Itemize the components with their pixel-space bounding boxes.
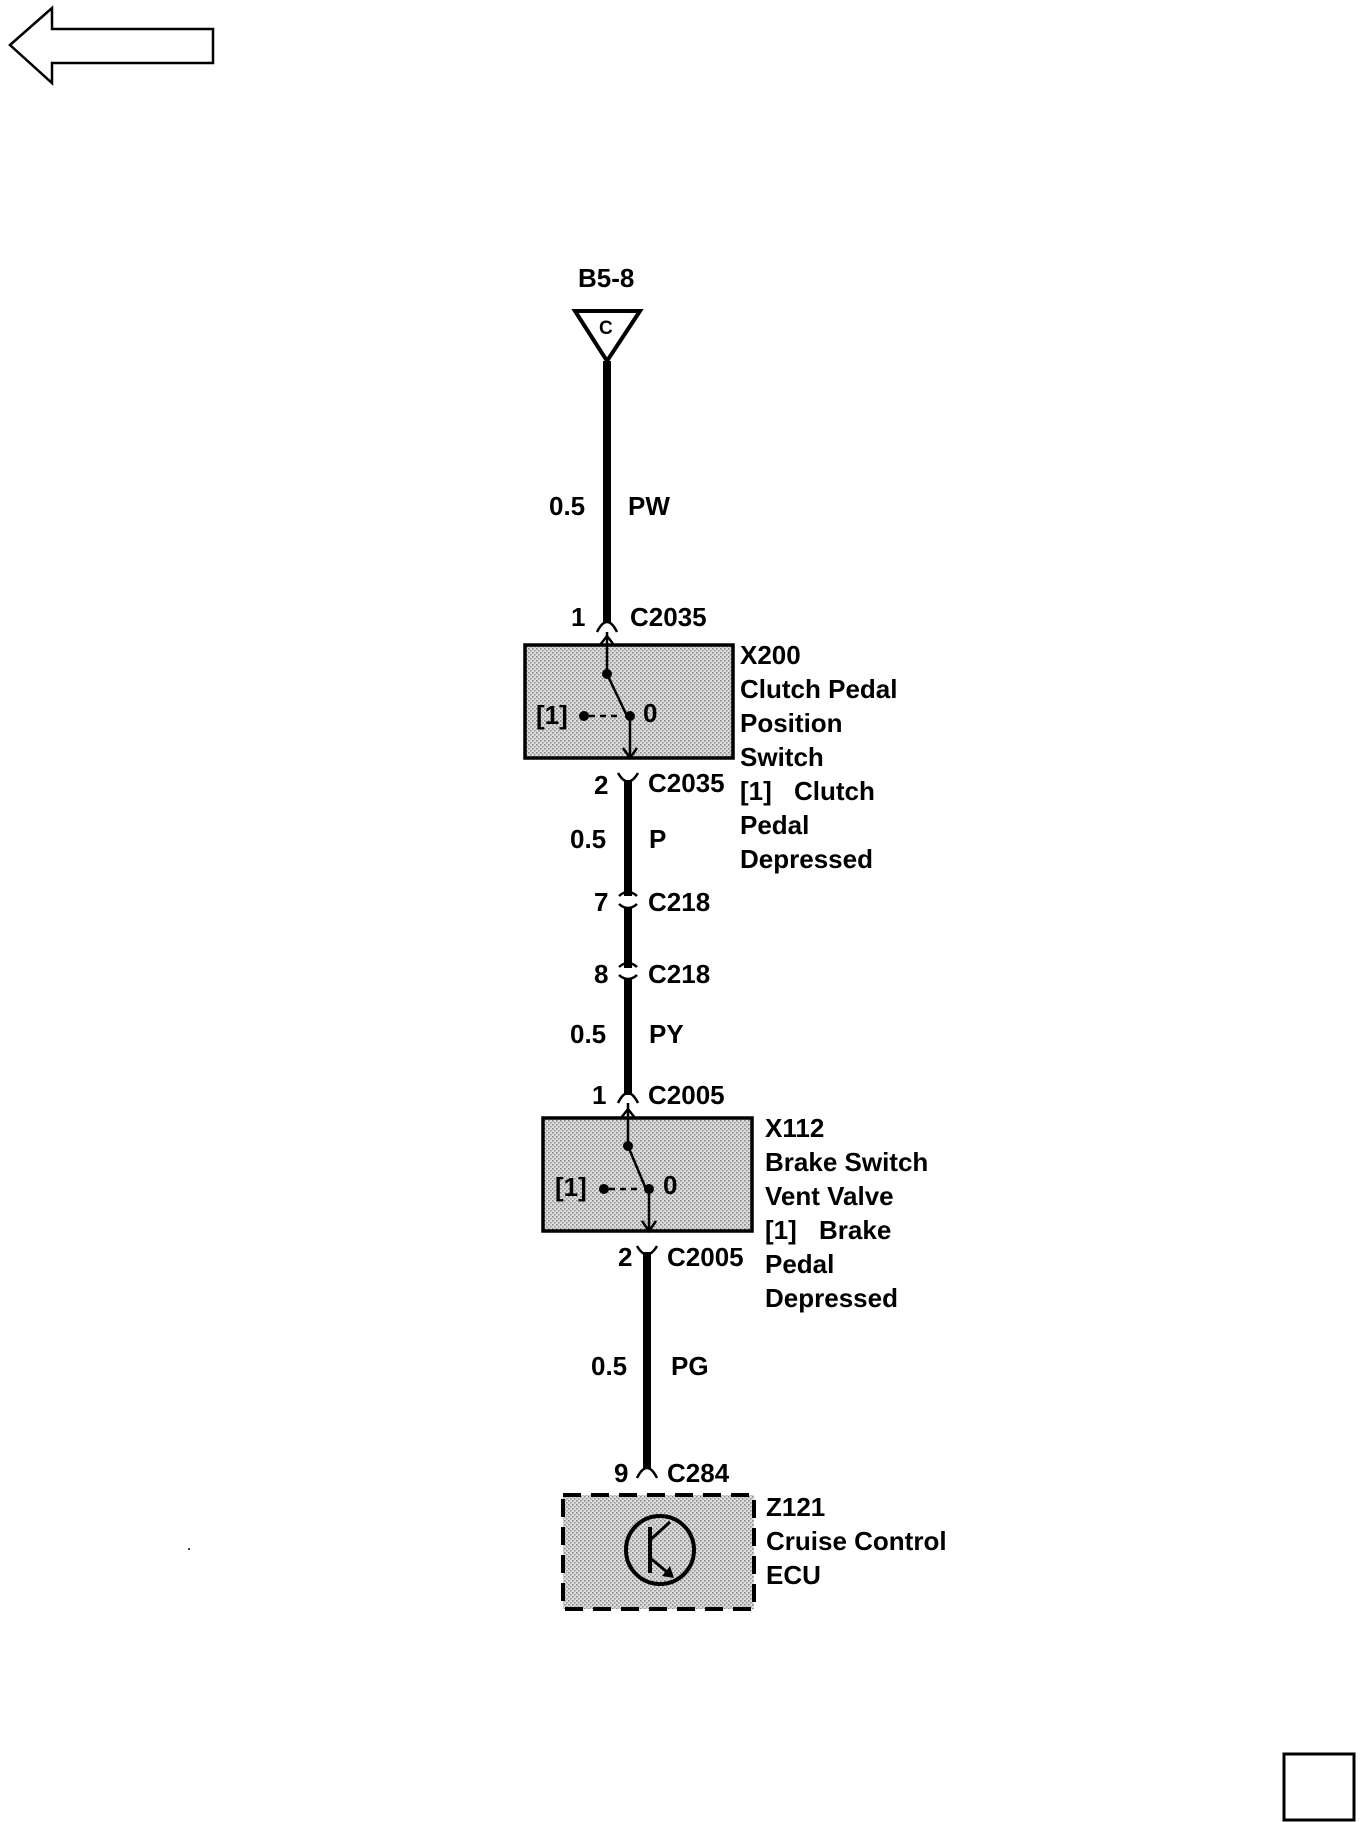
x200-note-line-1: Clutch	[794, 776, 875, 806]
connector-c2035-top-symbol	[595, 620, 619, 633]
c284-name: C284	[667, 1458, 730, 1488]
c2005-top-pin: 1	[592, 1080, 606, 1110]
z121-id: Z121	[766, 1492, 825, 1522]
connector-c2005-top-symbol	[616, 1091, 640, 1104]
source-ref: B5-8	[578, 263, 634, 293]
z121-name-line-2: ECU	[766, 1560, 821, 1590]
wire-py-gauge: 0.5	[570, 1019, 606, 1049]
x200-note-line-2: Pedal	[740, 810, 809, 840]
z121-ecu-box	[561, 1493, 756, 1611]
x112-switch-symbol	[599, 1103, 658, 1234]
x112-pos-label: [1]	[555, 1172, 587, 1202]
c218-7-pin: 7	[594, 887, 608, 917]
x112-name-line-1: Brake Switch	[765, 1147, 928, 1177]
x112-note-key: [1]	[765, 1215, 797, 1245]
x112-note-line-3: Depressed	[765, 1283, 898, 1313]
wire-pg-gauge: 0.5	[591, 1351, 627, 1381]
x200-name-line-1: Clutch Pedal	[740, 674, 897, 704]
x112-switch-box	[541, 1116, 754, 1233]
scan-speck	[188, 1548, 190, 1550]
c2035-top-name: C2035	[630, 602, 707, 632]
c284-pin: 9	[614, 1458, 628, 1488]
c2035-bottom-name: C2035	[648, 768, 725, 798]
wire-p-gauge: 0.5	[570, 824, 606, 854]
c2005-bottom-pin: 2	[618, 1242, 632, 1272]
x200-note-line-3: Depressed	[740, 844, 873, 874]
x200-note-key: [1]	[740, 776, 772, 806]
x112-note-line-1: Brake	[819, 1215, 891, 1245]
c2005-bottom-name: C2005	[667, 1242, 744, 1272]
x200-zero-label: 0	[643, 698, 657, 728]
left-arrow-icon[interactable]	[8, 5, 215, 86]
c218-8-name: C218	[648, 959, 710, 989]
x112-id: X112	[765, 1113, 824, 1143]
wire-py-color: PY	[649, 1019, 684, 1049]
x200-switch-symbol	[579, 632, 639, 761]
connector-c284-symbol	[635, 1466, 659, 1479]
source-terminal-triangle	[571, 309, 644, 365]
x112-name-line-2: Vent Valve	[765, 1181, 894, 1211]
x112-zero-label: 0	[663, 1170, 677, 1200]
x200-id: X200	[740, 640, 801, 670]
c2035-top-pin: 1	[571, 602, 585, 632]
wire-pw-gauge: 0.5	[549, 491, 585, 521]
z121-name-line-1: Cruise Control	[766, 1526, 947, 1556]
wire-p-color: P	[649, 824, 666, 854]
c218-8-pin: 8	[594, 959, 608, 989]
x112-note-line-2: Pedal	[765, 1249, 834, 1279]
page-corner-box	[1282, 1752, 1356, 1822]
x200-name-line-3: Switch	[740, 742, 824, 772]
transistor-icon	[624, 1514, 696, 1586]
c2005-top-name: C2005	[648, 1080, 725, 1110]
x200-pos-label: [1]	[536, 700, 568, 730]
c218-7-name: C218	[648, 887, 710, 917]
wire-pg-color: PG	[671, 1351, 709, 1381]
wire-pw-color: PW	[628, 491, 670, 521]
source-terminal-letter: C	[599, 318, 613, 339]
x200-name-line-2: Position	[740, 708, 843, 738]
c2035-bottom-pin: 2	[594, 770, 608, 800]
